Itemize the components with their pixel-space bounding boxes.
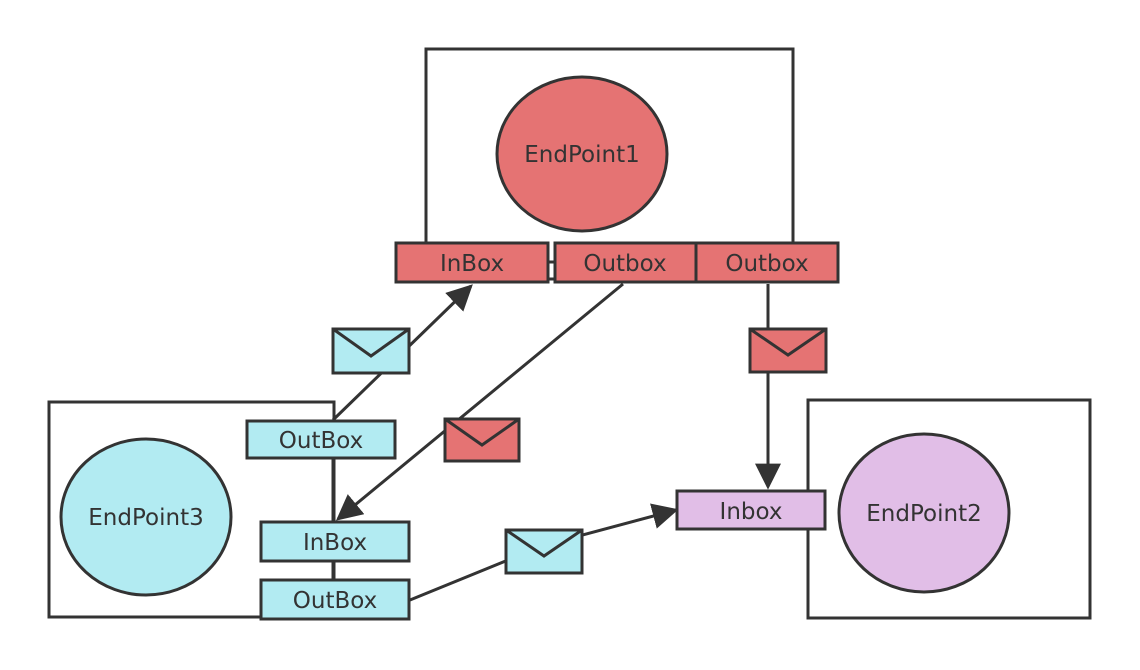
ep1-outbox-b-label: Outbox — [725, 251, 808, 277]
envelope-icon — [504, 528, 584, 575]
ep3-inbox-box — [259, 520, 411, 563]
endpoint2-label: EndPoint2 — [866, 501, 981, 527]
ep3-outbox-bottom-box — [259, 578, 411, 621]
ep3-inbox-label: InBox — [303, 530, 367, 556]
ep3-outbox-top-box — [245, 419, 397, 460]
ep1-outbox-b-box — [694, 241, 840, 284]
arrow-ep1-outbox-to-ep3-inbox — [335, 282, 624, 521]
envelope-icon — [331, 327, 411, 375]
envelope-icon — [443, 417, 521, 463]
ep1-inbox-box — [394, 241, 550, 284]
ep2-inbox-box — [675, 489, 827, 531]
ep1-outbox-a-label: Outbox — [583, 251, 666, 277]
ep3-outbox-bottom-label: OutBox — [293, 588, 377, 614]
endpoint2-circle — [837, 432, 1011, 594]
endpoint1-circle — [495, 75, 669, 233]
ep2-inbox-label: Inbox — [720, 499, 783, 525]
ep1-inbox-label: InBox — [440, 251, 504, 277]
endpoint1-label: EndPoint1 — [524, 142, 639, 168]
ep3-outbox-top-label: OutBox — [279, 428, 363, 454]
envelope-icon — [748, 327, 828, 374]
endpoint3-label: EndPoint3 — [88, 505, 203, 531]
endpoint3-circle — [59, 437, 233, 597]
